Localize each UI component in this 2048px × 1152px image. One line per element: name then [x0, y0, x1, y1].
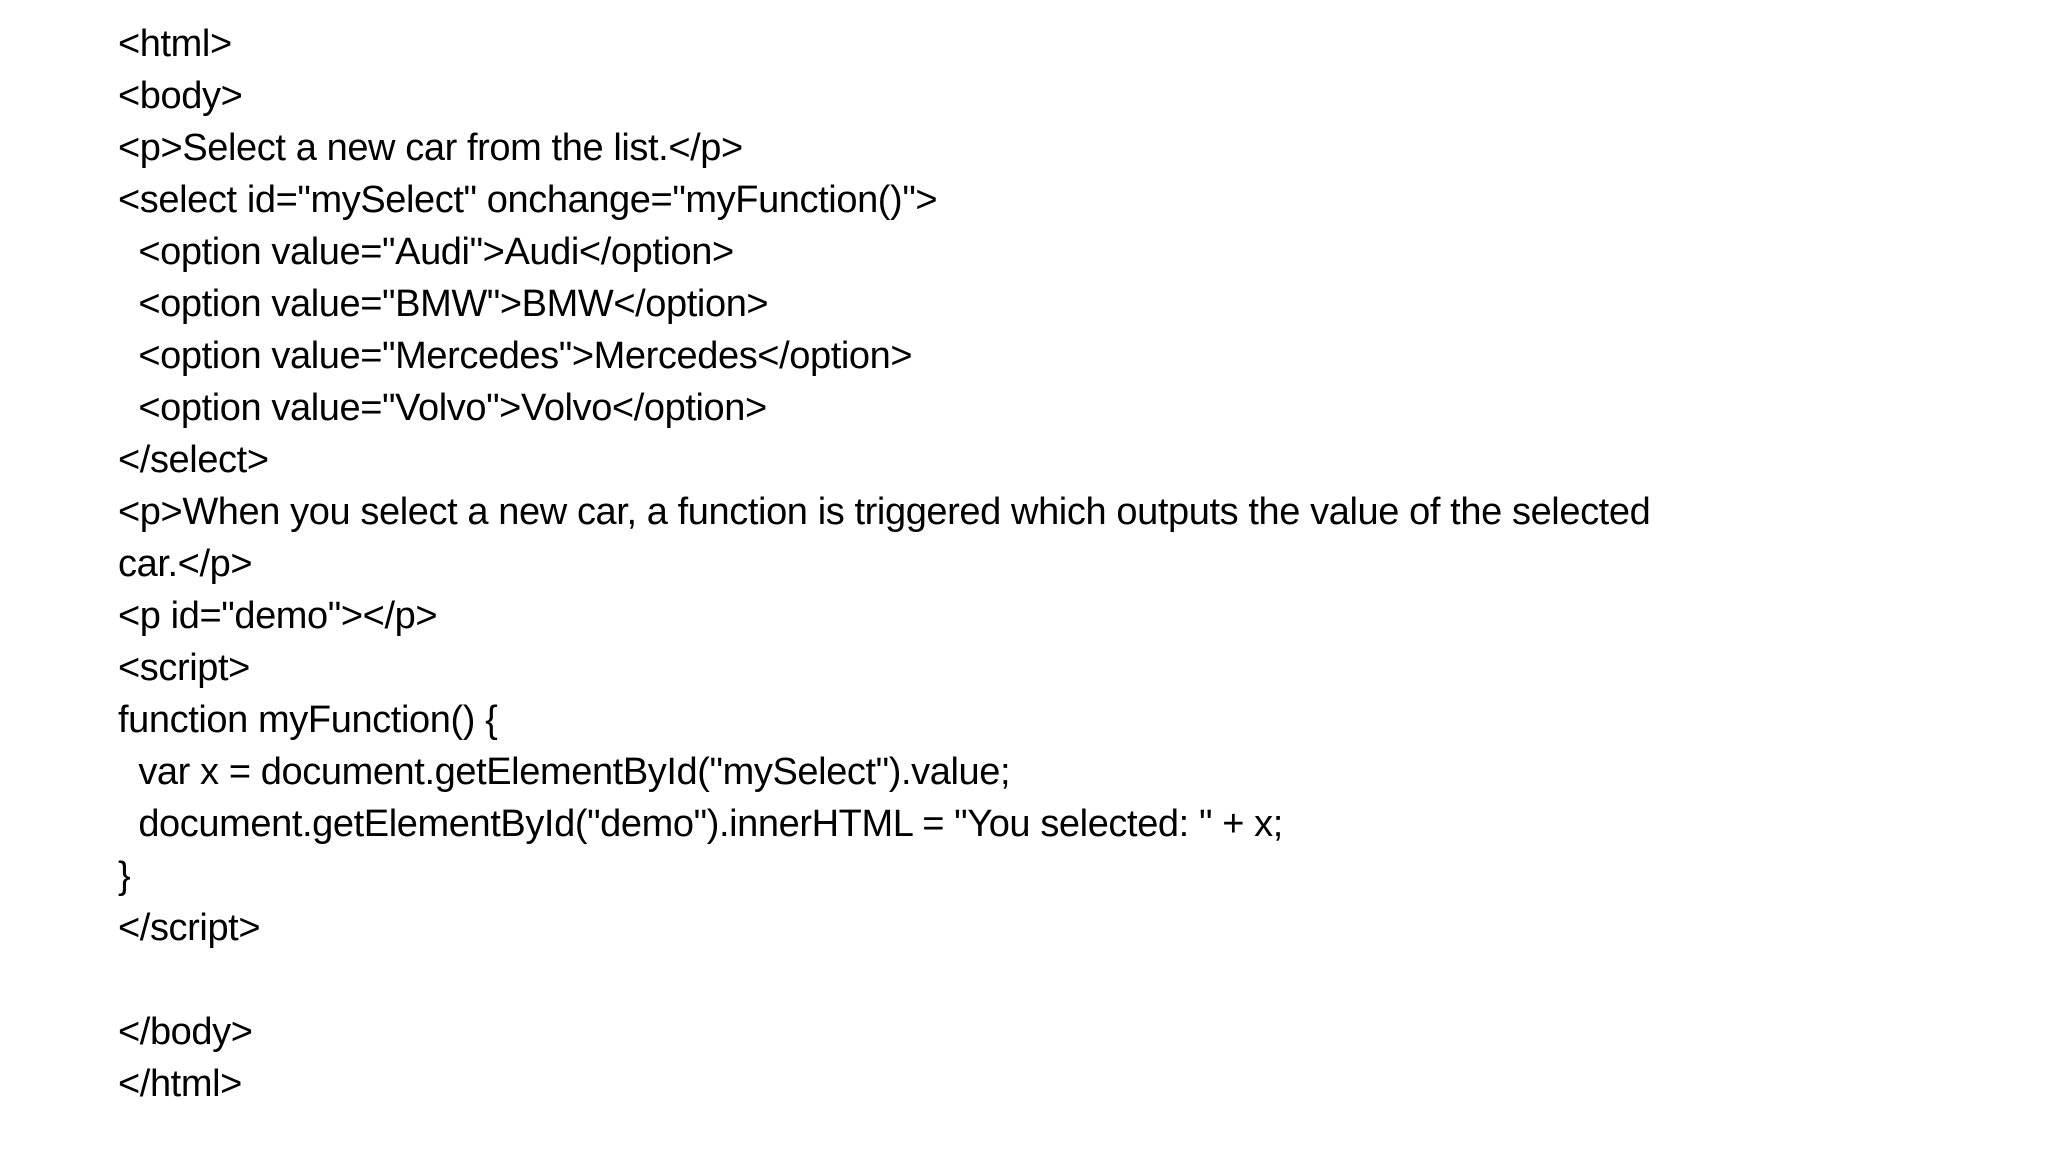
- code-line: <html>: [118, 23, 232, 65]
- code-line: <option value="BMW">BMW</option>: [118, 283, 769, 325]
- code-line: <p>Select a new car from the list.</p>: [118, 127, 743, 169]
- code-line: <script>: [118, 647, 250, 689]
- code-line: <option value="Volvo">Volvo</option>: [118, 387, 767, 429]
- code-line: <select id="mySelect" onchange="myFuncti…: [118, 179, 938, 221]
- code-line: function myFunction() {: [118, 699, 498, 741]
- code-line: <option value="Mercedes">Mercedes</optio…: [118, 335, 913, 377]
- code-line: </script>: [118, 907, 261, 949]
- code-line: <p id="demo"></p>: [118, 595, 438, 637]
- code-line: <p>When you select a new car, a function…: [118, 491, 1651, 533]
- code-line: </html>: [118, 1063, 242, 1105]
- code-line: document.getElementById("demo").innerHTM…: [118, 803, 1283, 845]
- code-line: car.</p>: [118, 543, 253, 585]
- code-line: var x = document.getElementById("mySelec…: [118, 751, 1011, 793]
- code-listing: <html> <body> <p>Select a new car from t…: [118, 23, 2048, 1105]
- code-line: <body>: [118, 75, 243, 117]
- code-line: }: [118, 855, 131, 897]
- code-line: </select>: [118, 439, 269, 481]
- code-line: </body>: [118, 1011, 253, 1053]
- code-line: <option value="Audi">Audi</option>: [118, 231, 734, 273]
- code-line: [118, 954, 2048, 1006]
